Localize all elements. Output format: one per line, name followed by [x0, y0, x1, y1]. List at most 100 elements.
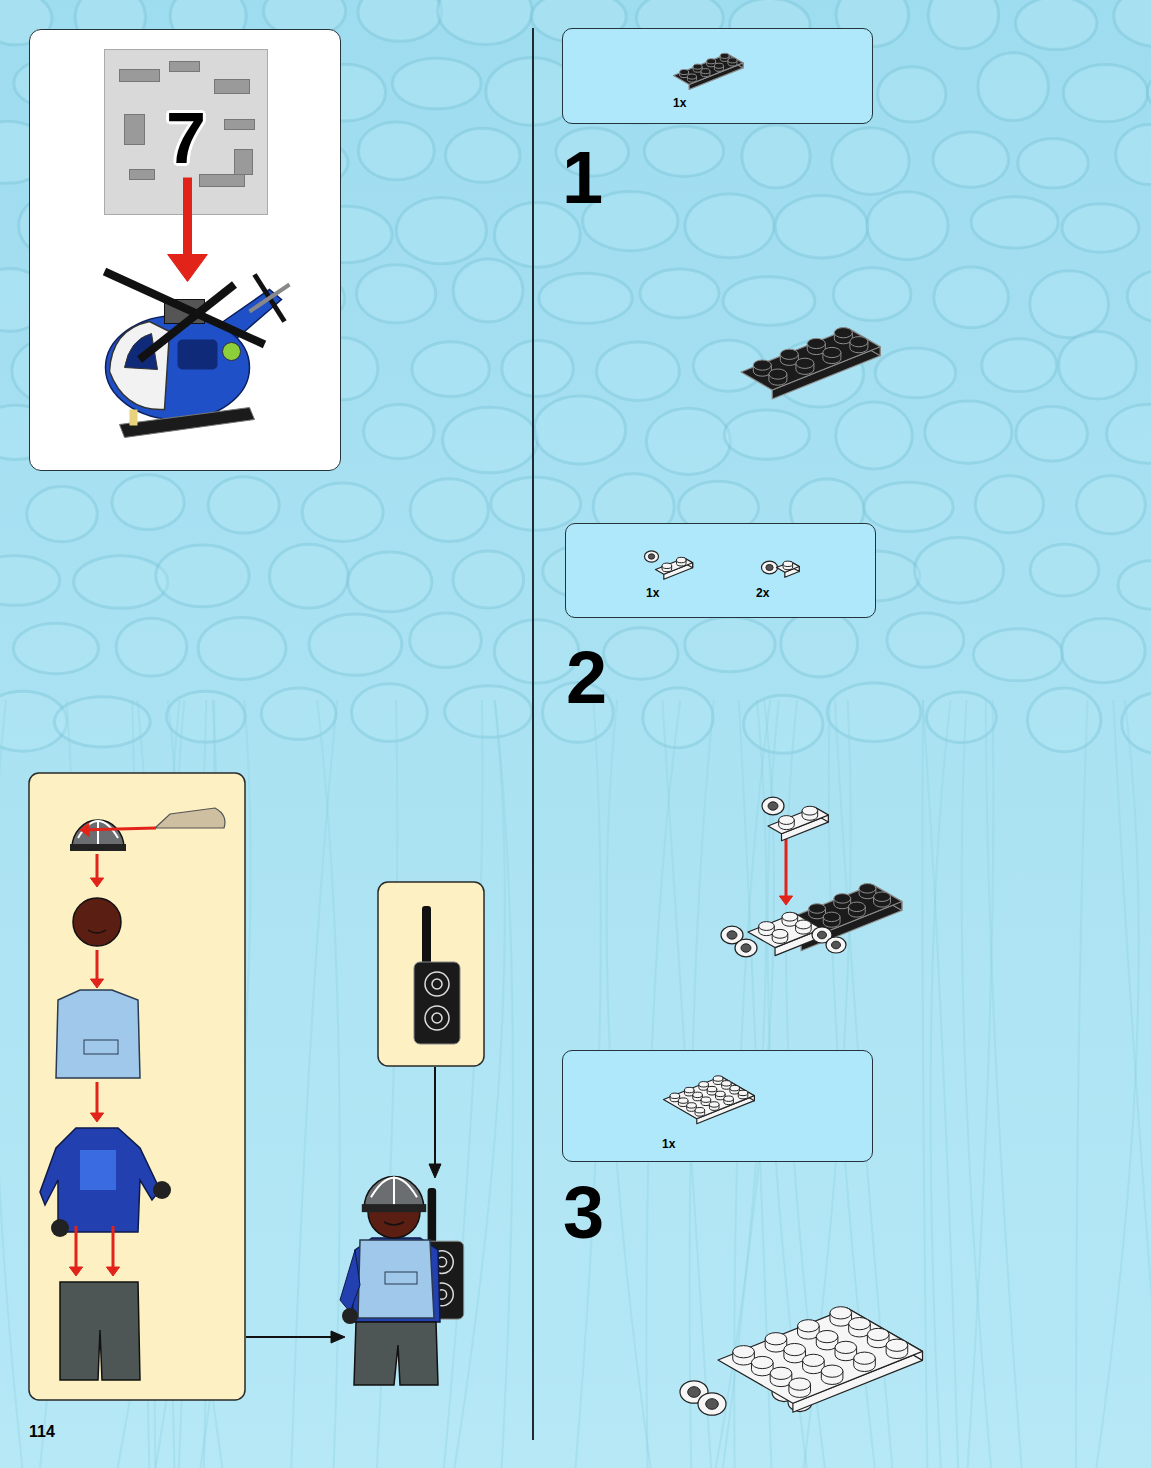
- background-texture: [410, 479, 488, 542]
- step-3-model: [688, 1387, 701, 1398]
- step-2-part: [762, 797, 784, 815]
- page-number: 114: [29, 1424, 55, 1440]
- background-texture: [934, 267, 1008, 328]
- background-texture: [781, 611, 858, 677]
- background-texture: [454, 700, 504, 1468]
- background-texture: [923, 700, 959, 1468]
- step-1-model: [769, 369, 787, 379]
- background-texture: [358, 122, 434, 180]
- background-texture: [971, 197, 1058, 248]
- step-2-model: [727, 931, 737, 939]
- assembled-minifigure: [428, 1188, 437, 1243]
- part-illustration: [225, 120, 255, 130]
- minifigure-panel: [89, 828, 156, 830]
- part-illustration: [713, 1076, 723, 1081]
- background-texture: [646, 408, 730, 474]
- background-texture: [198, 618, 286, 680]
- part-illustration: [687, 74, 696, 79]
- part-illustration: [662, 563, 672, 568]
- step-1-model: [850, 337, 868, 347]
- step-2-part: [768, 807, 828, 834]
- part-illustration: [724, 1096, 734, 1101]
- parts-box: 1x: [562, 1050, 873, 1162]
- step-1-model: [796, 358, 814, 368]
- quantity-label: 1x: [646, 587, 659, 599]
- background-texture: [0, 700, 22, 1468]
- background-texture: [356, 265, 435, 323]
- step-2-model: [782, 912, 798, 921]
- accessory-panel: [378, 882, 484, 1178]
- background-texture: [1077, 476, 1146, 534]
- background-texture: [1030, 544, 1099, 596]
- background-texture: [864, 482, 953, 531]
- step-3-model: [821, 1365, 843, 1377]
- part-illustration: [563, 29, 874, 125]
- minifigure-panel: [84, 1040, 118, 1054]
- part-illustration: [125, 115, 145, 145]
- background-texture: [269, 544, 348, 608]
- background-texture: [1118, 561, 1151, 609]
- step-2-model: [741, 944, 751, 952]
- part-illustration: [656, 558, 693, 574]
- illustration: [29, 328, 922, 1416]
- minifigure-panel: [70, 844, 126, 851]
- assembled-minifigure: [354, 1322, 438, 1385]
- background-texture: [724, 410, 809, 459]
- minifigure-panel: [88, 930, 106, 933]
- assembled-minifigure: [385, 1272, 417, 1284]
- background-texture: [443, 407, 538, 472]
- step-2-model: [721, 838, 902, 957]
- background-texture: [1016, 406, 1087, 461]
- background-texture: [1062, 618, 1146, 682]
- step-1-model: [741, 328, 880, 399]
- part-illustration: [250, 285, 290, 312]
- background-texture: [640, 269, 719, 318]
- part-illustration: [183, 178, 192, 255]
- step-3-model: [733, 1346, 755, 1358]
- minifigure-panel: [331, 1331, 345, 1343]
- accessory-panel: [425, 1006, 449, 1030]
- part-illustration: [674, 53, 744, 89]
- step-2-model: [834, 894, 851, 904]
- background-texture: [502, 341, 573, 397]
- background-texture: [968, 700, 994, 1468]
- step-2-model: [826, 937, 846, 953]
- accessory-panel: [432, 979, 442, 989]
- part-illustration: [707, 1086, 717, 1091]
- step-3-model: [784, 1343, 806, 1355]
- background-texture: [878, 67, 946, 122]
- assembled-minifigure: [358, 1240, 434, 1318]
- minifigure-panel: [90, 878, 103, 887]
- parts-box: 1x: [562, 28, 873, 124]
- background-texture: [744, 695, 823, 753]
- part-illustration: [235, 150, 253, 175]
- minifigure-panel: [155, 808, 225, 828]
- background-texture: [833, 268, 911, 321]
- step-1-model: [753, 360, 771, 370]
- background-texture: [445, 686, 532, 738]
- minifigure-panel: [96, 1082, 99, 1113]
- step-2-part: [768, 802, 778, 810]
- step-2-model: [772, 929, 788, 938]
- part-illustration: [223, 343, 241, 361]
- step-2-model: [848, 902, 865, 912]
- step-3-model: [706, 1399, 719, 1410]
- step-2-model: [874, 892, 891, 902]
- part-illustration: [783, 561, 793, 566]
- minifigure-panel: [96, 854, 99, 878]
- step-number: 2: [566, 641, 607, 715]
- minifigure-panel: [60, 1282, 140, 1380]
- background-texture: [962, 700, 991, 1468]
- background-texture: [534, 396, 626, 464]
- step-2-model: [735, 939, 757, 957]
- minifigure-panel: [51, 1219, 69, 1237]
- part-illustration: [738, 1090, 748, 1095]
- minifigure-panel: [29, 773, 345, 1400]
- minifigure-panel: [75, 1226, 78, 1267]
- part-illustration: [563, 1051, 874, 1163]
- minifigure-panel: [90, 979, 103, 988]
- step-2-model: [796, 920, 812, 929]
- minifigure-panel: [112, 1226, 115, 1267]
- background-texture: [1122, 692, 1151, 753]
- step-3-model: [698, 1393, 726, 1415]
